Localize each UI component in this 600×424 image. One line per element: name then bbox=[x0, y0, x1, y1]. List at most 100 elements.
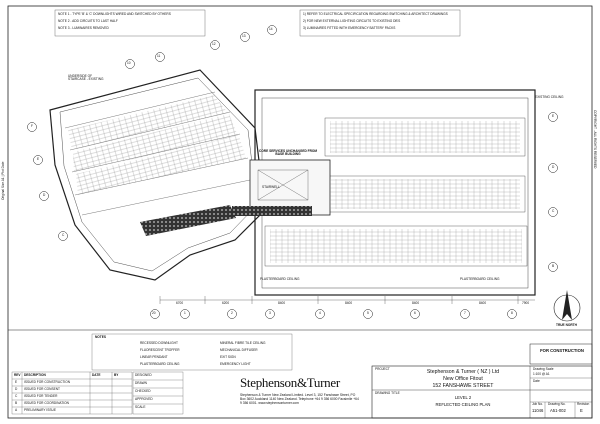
grid-label: E bbox=[552, 114, 555, 118]
rev-cell: ISSUED FOR TENDER bbox=[24, 394, 58, 398]
rev-cell: ISSUED FOR CONSENT bbox=[24, 387, 60, 391]
ceiling-grid-areas bbox=[68, 95, 522, 263]
dimension-label: 6700 bbox=[176, 301, 184, 305]
rev-cell: C bbox=[15, 394, 18, 398]
legend-item: FLUORESCENT TROFFER bbox=[140, 348, 180, 352]
sheet-border bbox=[7, 5, 593, 419]
right-note: EXISTING CEILING bbox=[535, 95, 564, 99]
note-line: NOTE 3 - LUMINAIRES REMOVED bbox=[58, 26, 109, 30]
revision-table-lines bbox=[11, 371, 184, 415]
note-line: 2) FOR NEW EXTERNAL LIGHTING CIRCUITS TO… bbox=[303, 19, 401, 23]
note-line: NOTE 2 - ADD CIRCUITS TO LAST HALF bbox=[58, 19, 118, 23]
notes-box-right bbox=[299, 9, 461, 37]
dimension-label: 8400 bbox=[345, 301, 353, 305]
rev-cell: ISSUED FOR CONSTRUCTION bbox=[24, 380, 71, 384]
dimension-label: 6200 bbox=[222, 301, 230, 305]
title-block-lines bbox=[371, 343, 593, 419]
rev-label: Revision bbox=[577, 402, 590, 406]
grid-label: 11 bbox=[157, 54, 161, 58]
grid-label: D bbox=[43, 193, 46, 197]
project-address: 152 FANSHAWE STREET bbox=[432, 383, 494, 389]
signoff-row: DRAWN bbox=[135, 381, 147, 385]
legend-item: EXIT SIGN bbox=[220, 355, 236, 359]
grid-label: F bbox=[31, 124, 33, 128]
rev-header: DESCRIPTION bbox=[24, 373, 46, 377]
scale-label: Drawing Scale bbox=[533, 367, 554, 371]
level-title: LEVEL 2 bbox=[454, 395, 472, 400]
legend-item: LINEAR PENDANT bbox=[140, 355, 168, 359]
note-line: 3) LUMINAIRES FITTED WITH EMERGENCY BATT… bbox=[303, 26, 396, 30]
grid-label: 5 bbox=[367, 311, 369, 315]
legend-title: NOTES bbox=[95, 335, 106, 339]
core-note: CORE SERVICES UNCHANGED FROM BASE BUILDI… bbox=[258, 149, 318, 157]
drawing-number: A51-002 bbox=[550, 408, 566, 413]
rev-header: BY bbox=[114, 373, 119, 377]
legend-item: EMERGENCY LIGHT bbox=[220, 362, 251, 366]
grid-bubbles bbox=[27, 25, 558, 319]
grid-label: 8 bbox=[511, 311, 513, 315]
date-label: Date bbox=[533, 379, 540, 383]
grid-label: B bbox=[552, 264, 555, 268]
grid-label: D bbox=[552, 165, 555, 169]
grid-label: 1 bbox=[184, 311, 186, 315]
signoff-row: APPROVED bbox=[135, 397, 153, 401]
job-label: Job No. bbox=[532, 402, 543, 406]
grid-label: 20 bbox=[152, 311, 156, 315]
drawing-title-label: DRAWING TITLE bbox=[375, 391, 400, 395]
grid-label: 6 bbox=[414, 311, 416, 315]
scale-value: 1:100 @ A1 bbox=[533, 372, 550, 376]
job-number: 11046 bbox=[532, 408, 544, 413]
bottom-left-note: PLASTERBOARD CEILING bbox=[260, 277, 300, 281]
project-name: New Office Fitout bbox=[443, 376, 483, 382]
firm-address: Stephenson & Turner New Zealand Limited.… bbox=[240, 393, 359, 406]
dimension-label: 8400 bbox=[278, 301, 286, 305]
dwg-label: Drawing No. bbox=[548, 402, 566, 406]
left-vertical-text: Original Size A1 | Plot Date bbox=[1, 161, 5, 200]
left-note: UNDERSIDE OF STAIRCASE - EXISTING bbox=[68, 74, 104, 82]
grid-label: 10 bbox=[127, 61, 131, 65]
signoff-row: DESIGNED bbox=[135, 373, 152, 377]
dimension-line bbox=[159, 296, 535, 304]
legend-item: RECESSED DOWNLIGHT bbox=[140, 341, 178, 345]
rev-cell: A bbox=[15, 408, 18, 412]
grid-label: 13 bbox=[242, 34, 246, 38]
dimension-label: 8400 bbox=[479, 301, 487, 305]
grid-label: 2 bbox=[231, 311, 233, 315]
grid-label: E bbox=[37, 157, 40, 161]
signoff-row: CHECKED bbox=[135, 389, 151, 393]
note-line: 1) REFER TO ELECTRICAL SPECIFICATION REG… bbox=[303, 12, 448, 16]
rev-header: REV bbox=[14, 373, 21, 377]
legend-item: MINERAL FIBRE TILE CEILING bbox=[220, 341, 266, 345]
right-vertical-text: COPYRIGHT - ALL RIGHTS RESERVED bbox=[593, 110, 597, 169]
notes-box-left bbox=[54, 9, 206, 37]
north-label: TRUE NORTH bbox=[556, 323, 577, 327]
north-arrow-icon bbox=[553, 290, 581, 322]
rev-header: DATE bbox=[92, 373, 101, 377]
stair-note: STAIRWELL bbox=[262, 185, 280, 189]
legend-box bbox=[91, 333, 293, 371]
dimension-label: 8400 bbox=[412, 301, 420, 305]
rev-cell: B bbox=[15, 401, 18, 405]
firm-logo: Stephenson&Turner bbox=[240, 375, 340, 390]
revision-letter: E bbox=[580, 408, 583, 413]
status-stamp: FOR CONSTRUCTION bbox=[540, 348, 584, 353]
drawing-title: REFLECTED CEILING PLAN bbox=[435, 402, 491, 407]
grid-label: 14 bbox=[269, 27, 273, 31]
signoff-row: SCALE bbox=[135, 405, 146, 409]
client-name: Stephenson & Turner ( NZ ) Ltd bbox=[426, 369, 500, 375]
rev-cell: ISSUED FOR COORDINATION bbox=[24, 401, 69, 405]
grid-label: C bbox=[552, 209, 555, 213]
rev-cell: D bbox=[15, 387, 18, 391]
grid-label: 4 bbox=[319, 311, 321, 315]
rev-cell: E bbox=[15, 380, 18, 384]
grid-label: C bbox=[62, 233, 65, 237]
note-line: NOTE 1 - TYPE 'B' & 'C' DOWNLIGHTS WIRED… bbox=[58, 12, 171, 16]
floor-plan bbox=[49, 69, 536, 296]
rev-cell: PRELIMINARY ISSUE bbox=[24, 408, 56, 412]
grid-label: 12 bbox=[212, 42, 216, 46]
bottom-right-note: PLASTERBOARD CEILING bbox=[460, 277, 500, 281]
legend-item: PLASTERBOARD CEILING bbox=[140, 362, 180, 366]
project-label: PROJECT bbox=[375, 367, 390, 371]
legend-item: MECHANICAL DIFFUSER bbox=[220, 348, 258, 352]
